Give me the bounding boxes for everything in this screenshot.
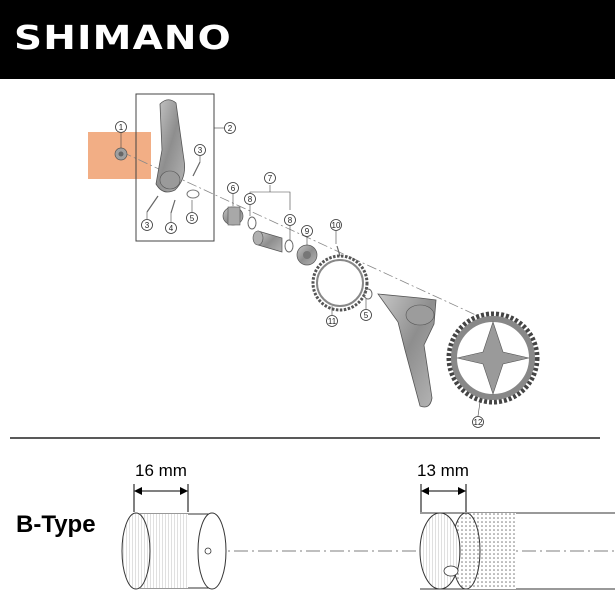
callout-number: 3 <box>145 221 150 230</box>
part-1-cap <box>114 147 128 161</box>
btype-title: B-Type <box>16 511 96 538</box>
callout-number: 2 <box>228 124 233 133</box>
callout-1: 1 <box>115 121 127 133</box>
callout-8-left: 8 <box>244 193 256 205</box>
callout-number: 10 <box>332 221 341 230</box>
callout-number: 11 <box>328 317 337 326</box>
callout-4: 4 <box>165 222 177 234</box>
callout-9: 9 <box>301 225 313 237</box>
left-crank-arm <box>155 99 185 193</box>
callout-3-upper: 3 <box>194 144 206 156</box>
pinch-bolts <box>146 161 201 214</box>
bottom-bracket-cup-right <box>296 244 318 266</box>
shimano-logo: SHIMANO <box>14 18 232 57</box>
assembly-axis <box>121 151 479 317</box>
callout-number: 8 <box>288 216 293 225</box>
large-chainring <box>446 311 540 405</box>
callout-number: 9 <box>305 227 310 236</box>
chainring-bolt <box>336 245 341 257</box>
spindle-sleeve <box>252 230 283 253</box>
callout-number: 3 <box>198 146 203 155</box>
callout-5-right: 5 <box>360 309 372 321</box>
callout-number: 8 <box>248 195 253 204</box>
callout-number: 1 <box>119 123 124 132</box>
callout-10: 10 <box>330 219 342 231</box>
chainring-spacer <box>363 288 373 300</box>
callout-number: 5 <box>364 311 369 320</box>
callout-number: 12 <box>474 418 483 427</box>
bottom-bracket-cup-left <box>222 206 244 226</box>
right-dimension-label: 13 mm <box>417 461 469 480</box>
callout-2: 2 <box>224 122 236 134</box>
callout-number: 6 <box>231 184 236 193</box>
callout-7: 7 <box>264 172 276 184</box>
right-dimension-line <box>420 484 467 512</box>
left-crank-group-box <box>135 93 215 242</box>
brand-header: SHIMANO <box>0 0 615 79</box>
seal-ring-left <box>247 216 257 230</box>
left-dimension-line <box>133 484 189 512</box>
callout-3-lower: 3 <box>141 219 153 231</box>
small-chainring <box>311 254 369 312</box>
callout-12: 12 <box>472 416 484 428</box>
callout-number: 5 <box>190 214 195 223</box>
callout-11: 11 <box>326 315 338 327</box>
btype-right-shell <box>419 512 615 590</box>
callout-5-left: 5 <box>186 212 198 224</box>
seal-ring-right <box>284 239 294 253</box>
left-dimension-label: 16 mm <box>135 461 187 480</box>
callout-number: 4 <box>169 224 174 233</box>
callout-6: 6 <box>227 182 239 194</box>
callout-8-right: 8 <box>284 214 296 226</box>
right-crank-arm <box>377 293 437 408</box>
callout-number: 7 <box>268 174 273 183</box>
btype-left-cup <box>121 512 227 590</box>
